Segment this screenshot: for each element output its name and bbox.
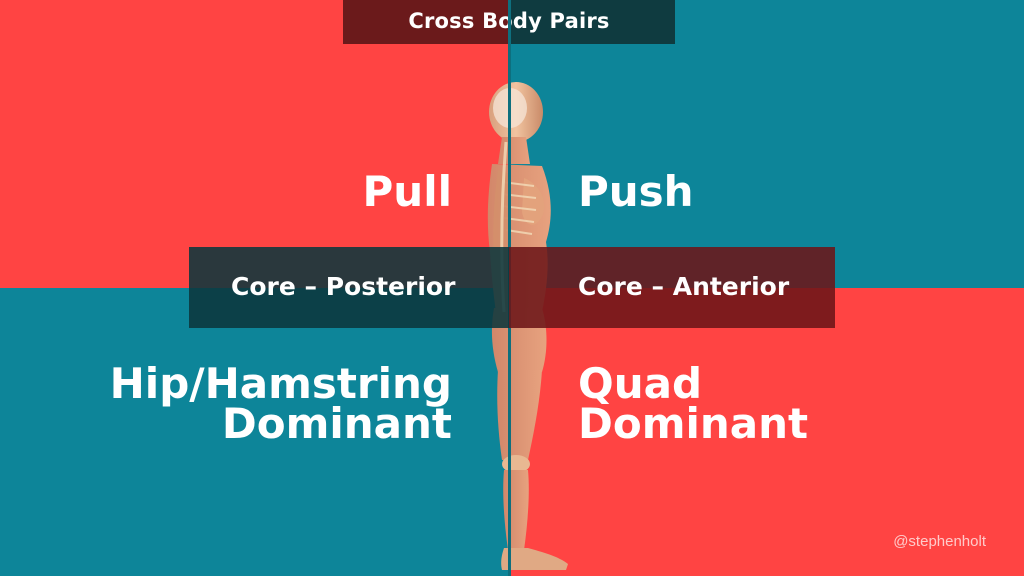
quad-dominant-line1: Quad [578, 359, 703, 408]
push-label: Push [578, 167, 694, 216]
author-watermark: @stephenholt [893, 533, 986, 550]
hip-hamstring-line1: Hip/Hamstring [109, 359, 452, 408]
core-posterior-label: Core – Posterior [231, 272, 456, 301]
push-quadrant [509, 0, 1024, 288]
hip-hamstring-line2: Dominant [221, 399, 452, 448]
core-anterior-band [509, 247, 835, 328]
hip-hamstring-label: Hip/Hamstring Dominant [109, 359, 452, 448]
pull-label: Pull [362, 167, 452, 216]
quad-dominant-line2: Dominant [578, 399, 809, 448]
core-anterior-label: Core – Anterior [578, 272, 790, 301]
quad-dominant-label: Quad Dominant [578, 359, 809, 448]
title-banner [343, 0, 675, 44]
quad-dominant-quadrant [509, 288, 1024, 576]
pull-quadrant [0, 0, 509, 288]
core-posterior-band [189, 247, 509, 328]
hip-hamstring-quadrant [0, 288, 509, 576]
